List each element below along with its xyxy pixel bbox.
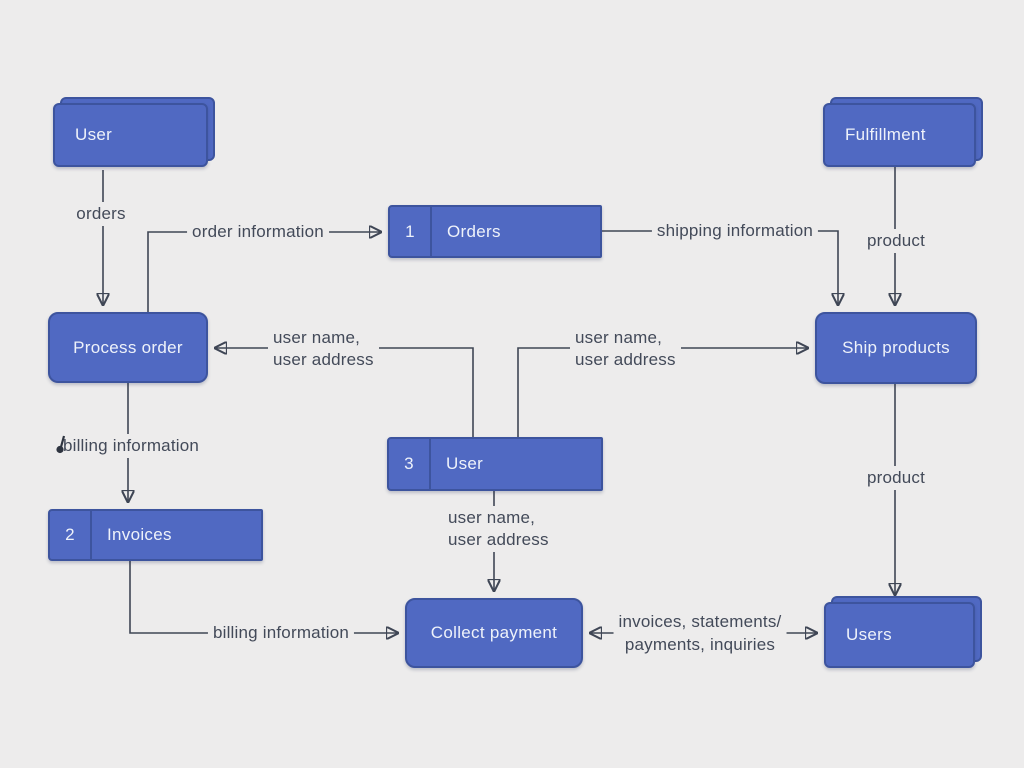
entity-user[interactable]: User	[53, 97, 215, 167]
edge-label-billing-bottom: billing information	[207, 621, 355, 645]
edge-label-product-bottom: product	[861, 466, 931, 490]
process-ship-products[interactable]: Ship products	[815, 312, 977, 384]
edge-label-user-to-ship: user name, user address	[570, 326, 681, 372]
edge-label-billing-top: billing information	[57, 434, 205, 458]
edge-label-collect-users: invoices, statements/ payments, inquirie…	[613, 609, 787, 657]
entity-fulfillment[interactable]: Fulfillment	[823, 97, 983, 167]
edge-order-information[interactable]	[147, 232, 380, 312]
edge-label-shipping-information: shipping information	[651, 219, 819, 243]
edge-label-user-to-collect: user name, user address	[443, 506, 554, 552]
entity-fulfillment-label: Fulfillment	[845, 125, 926, 144]
text-cursor-icon	[55, 434, 69, 456]
store-user-label: User	[446, 454, 484, 473]
edge-user-to-ship[interactable]	[517, 348, 807, 437]
store-user-number: 3	[389, 439, 431, 489]
store-orders-number: 1	[390, 207, 432, 256]
store-orders[interactable]: 1 Orders	[388, 205, 602, 258]
store-user[interactable]: 3 User	[387, 437, 603, 491]
edge-label-product-top: product	[861, 229, 931, 253]
edge-label-orders: orders	[71, 202, 131, 226]
store-invoices-label: Invoices	[107, 525, 172, 544]
store-invoices[interactable]: 2 Invoices	[48, 509, 263, 561]
edge-label-order-information: order information	[187, 220, 329, 244]
process-order[interactable]: Process order	[48, 312, 208, 383]
process-collect-payment[interactable]: Collect payment	[405, 598, 583, 668]
entity-users-label: Users	[846, 625, 892, 644]
entity-user-label: User	[75, 125, 113, 144]
entity-user-front-rect: User	[53, 103, 208, 167]
process-order-label: Process order	[73, 337, 183, 357]
store-orders-label: Orders	[447, 221, 501, 241]
entity-users-front-rect: Users	[824, 602, 975, 668]
entity-users[interactable]: Users	[824, 596, 982, 668]
process-collect-payment-label: Collect payment	[430, 623, 558, 642]
process-ship-products-label: Ship products	[842, 338, 950, 357]
entity-fulfillment-front-rect: Fulfillment	[823, 103, 976, 167]
edge-label-user-to-process: user name, user address	[268, 326, 379, 372]
store-invoices-number: 2	[50, 511, 92, 559]
